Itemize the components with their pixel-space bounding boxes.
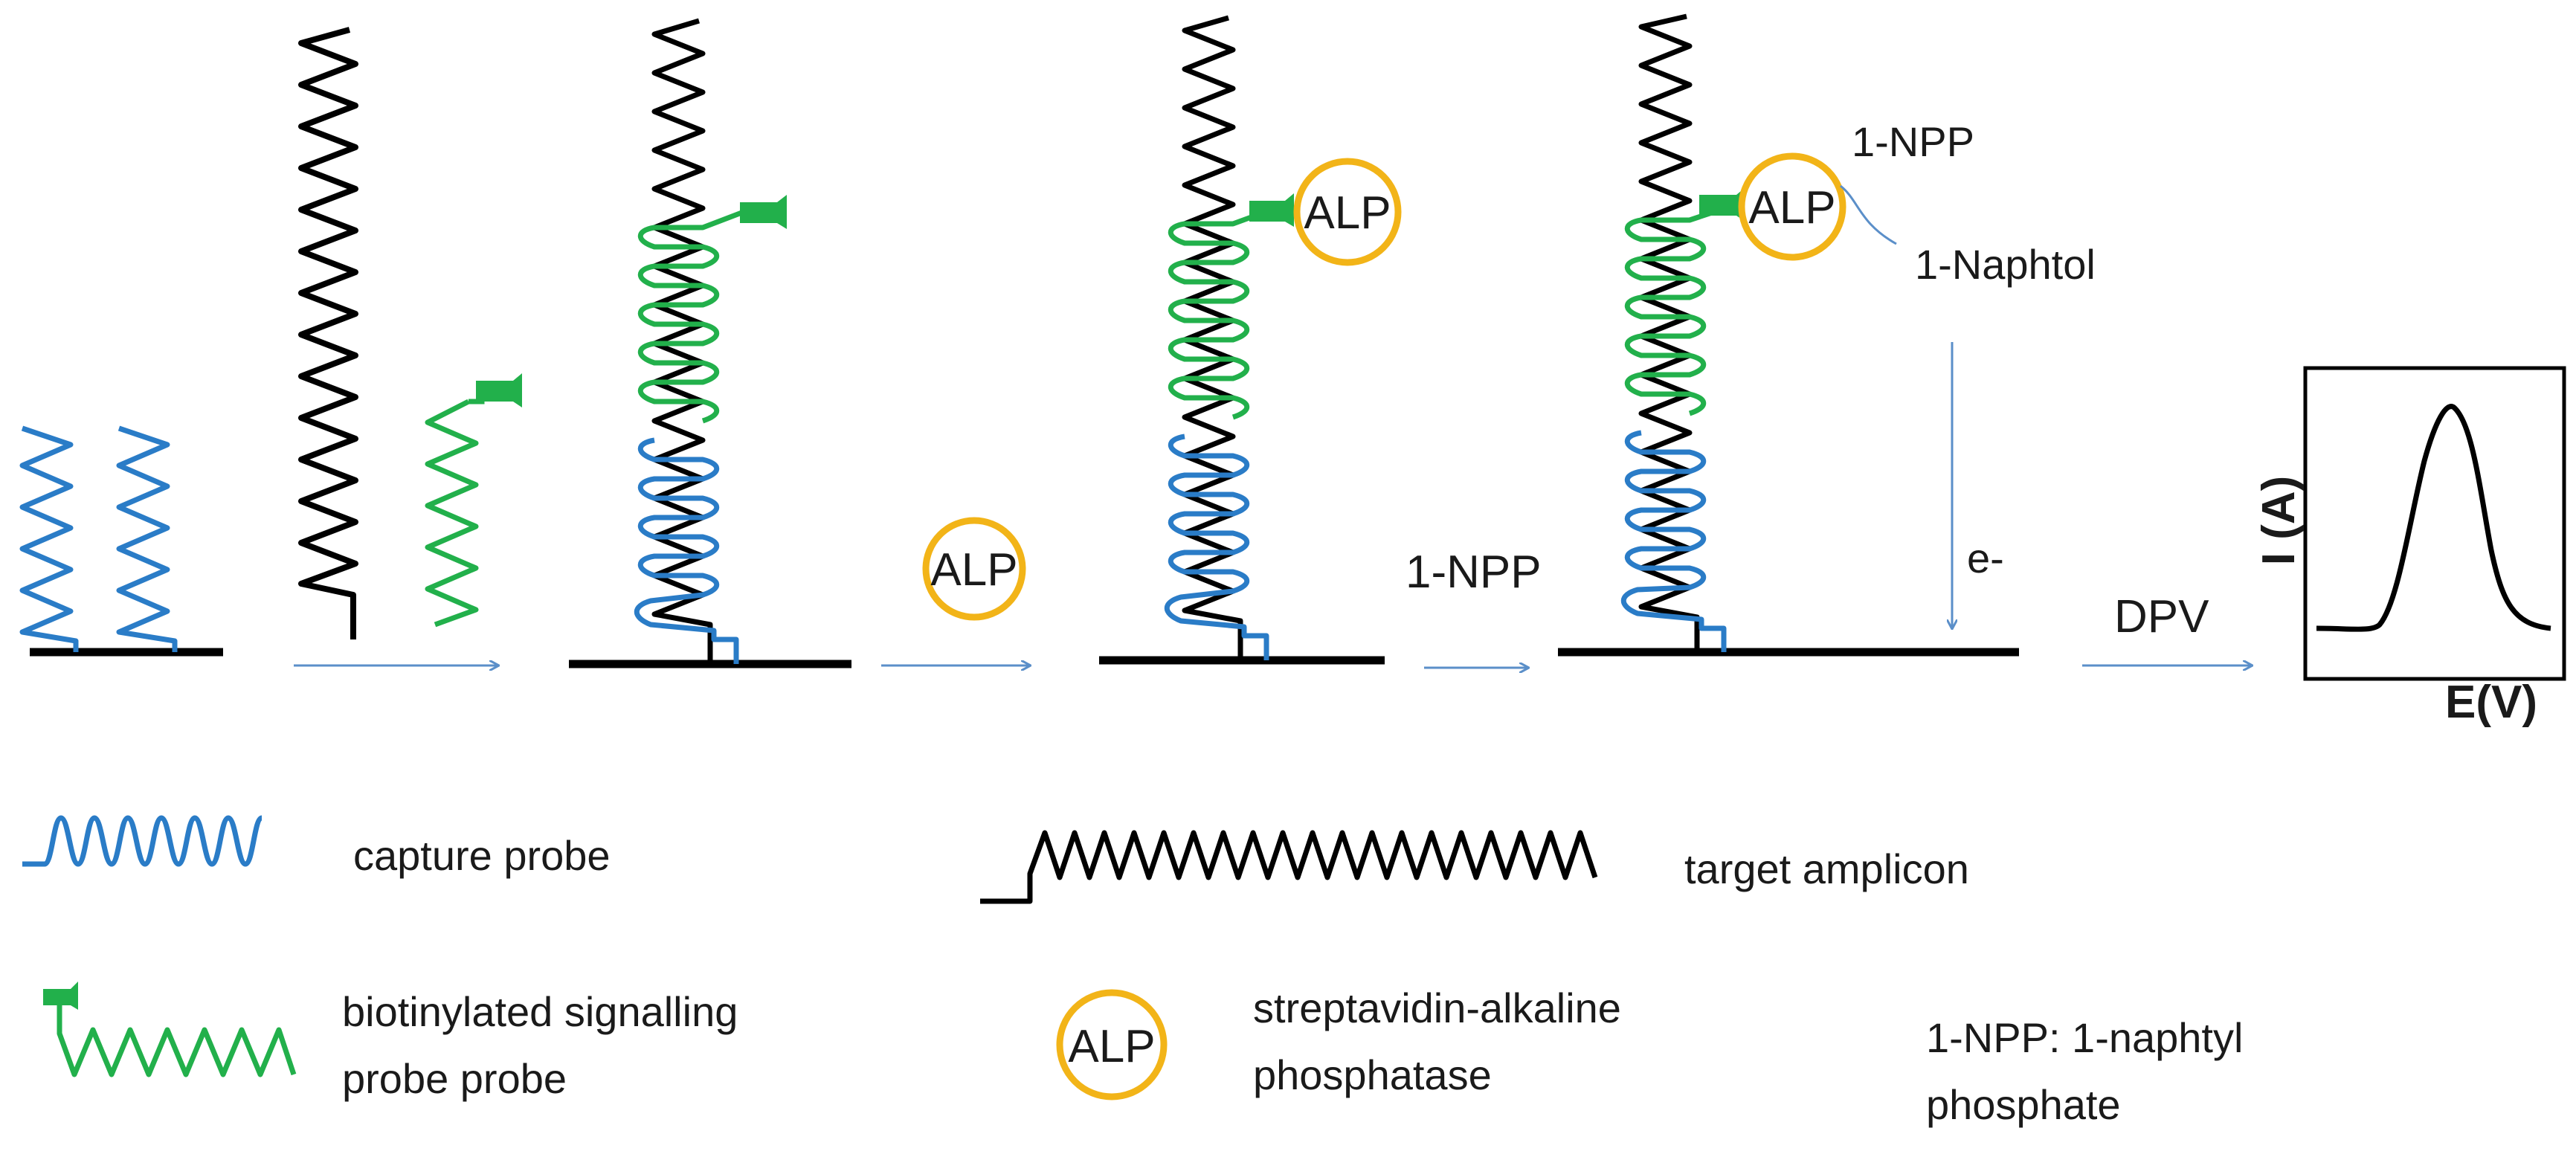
legend-signalling-probe-icon	[57, 1005, 297, 1077]
legend-capture-probe-icon	[22, 815, 263, 867]
signalling-probe-strand	[1624, 205, 1727, 416]
reaction-curve	[1840, 184, 1897, 245]
target-amplicon-strand	[1182, 15, 1243, 660]
electron-label: e-	[1967, 535, 2004, 581]
legend-signalling-label-2: probe probe	[342, 1055, 567, 1102]
step5-enzymatic-reaction: ALP 1-NPP 1-Naphtol e-	[1558, 13, 2096, 657]
alp-label: ALP	[930, 544, 1017, 596]
target-amplicon-strand	[651, 18, 713, 664]
step3-hybrid-complex	[569, 18, 851, 668]
target-amplicon-strand	[1638, 13, 1700, 652]
signalling-probe-strand	[1168, 207, 1273, 420]
x-axis-label: E(V)	[2445, 677, 2537, 728]
step1-capture-probes	[19, 425, 223, 657]
legend-streptavidin-label-1: streptavidin-alkaline	[1253, 984, 1621, 1031]
capture-probe	[19, 425, 79, 652]
capture-probe-strand	[1164, 434, 1269, 660]
legend-alp-ring	[1056, 989, 1168, 1100]
alp-ring	[1738, 152, 1846, 261]
dpv-peak-curve	[2316, 404, 2551, 632]
capture-probe	[116, 425, 178, 652]
alp-reagent: ALP	[922, 517, 1026, 621]
legend-streptavidin-label-2: phosphatase	[1253, 1051, 1492, 1098]
npp-substrate-label: 1-NPP	[1852, 118, 1974, 165]
legend-biotin-icon	[43, 982, 78, 1010]
step4-complex-alp: ALP	[1099, 15, 1402, 665]
legend-npp-label-2: phosphate	[1926, 1081, 2121, 1128]
legend-npp-label-1: 1-NPP: 1-naphtyl	[1926, 1014, 2243, 1061]
legend-signalling-label-1: biotinylated signalling	[342, 988, 738, 1035]
signalling-probe	[425, 399, 479, 628]
step2-reagents	[298, 27, 522, 639]
biotin-icon	[740, 195, 787, 229]
biotin-icon	[1699, 187, 1745, 222]
biotin-icon	[1249, 193, 1294, 227]
alp-label: ALP	[1304, 187, 1391, 239]
legend-capture-probe-label: capture probe	[353, 832, 611, 879]
target-amplicon	[298, 27, 358, 639]
signalling-probe-strand	[637, 209, 745, 424]
biotin-icon	[476, 373, 522, 407]
y-axis-label: I (A)	[2253, 476, 2305, 566]
dpv-plot: I (A) E(V)	[2253, 366, 2566, 728]
legend-target-amplicon-icon	[980, 830, 1598, 904]
legend: capture probe target amplicon biotinylat…	[22, 815, 2243, 1128]
alp-ring	[1293, 158, 1402, 266]
capture-probe-strand	[634, 437, 739, 664]
capture-probe-strand	[1620, 430, 1727, 652]
npp-arrow-label: 1-NPP	[1405, 547, 1542, 598]
naphtol-product-label: 1-Naphtol	[1915, 241, 2096, 288]
legend-target-amplicon-label: target amplicon	[1684, 845, 1969, 892]
dpv-label: DPV	[2114, 591, 2209, 642]
legend-alp-label: ALP	[1068, 1021, 1155, 1072]
plot-frame	[2303, 366, 2566, 681]
alp-ring	[922, 517, 1026, 621]
alp-label: ALP	[1748, 182, 1835, 233]
